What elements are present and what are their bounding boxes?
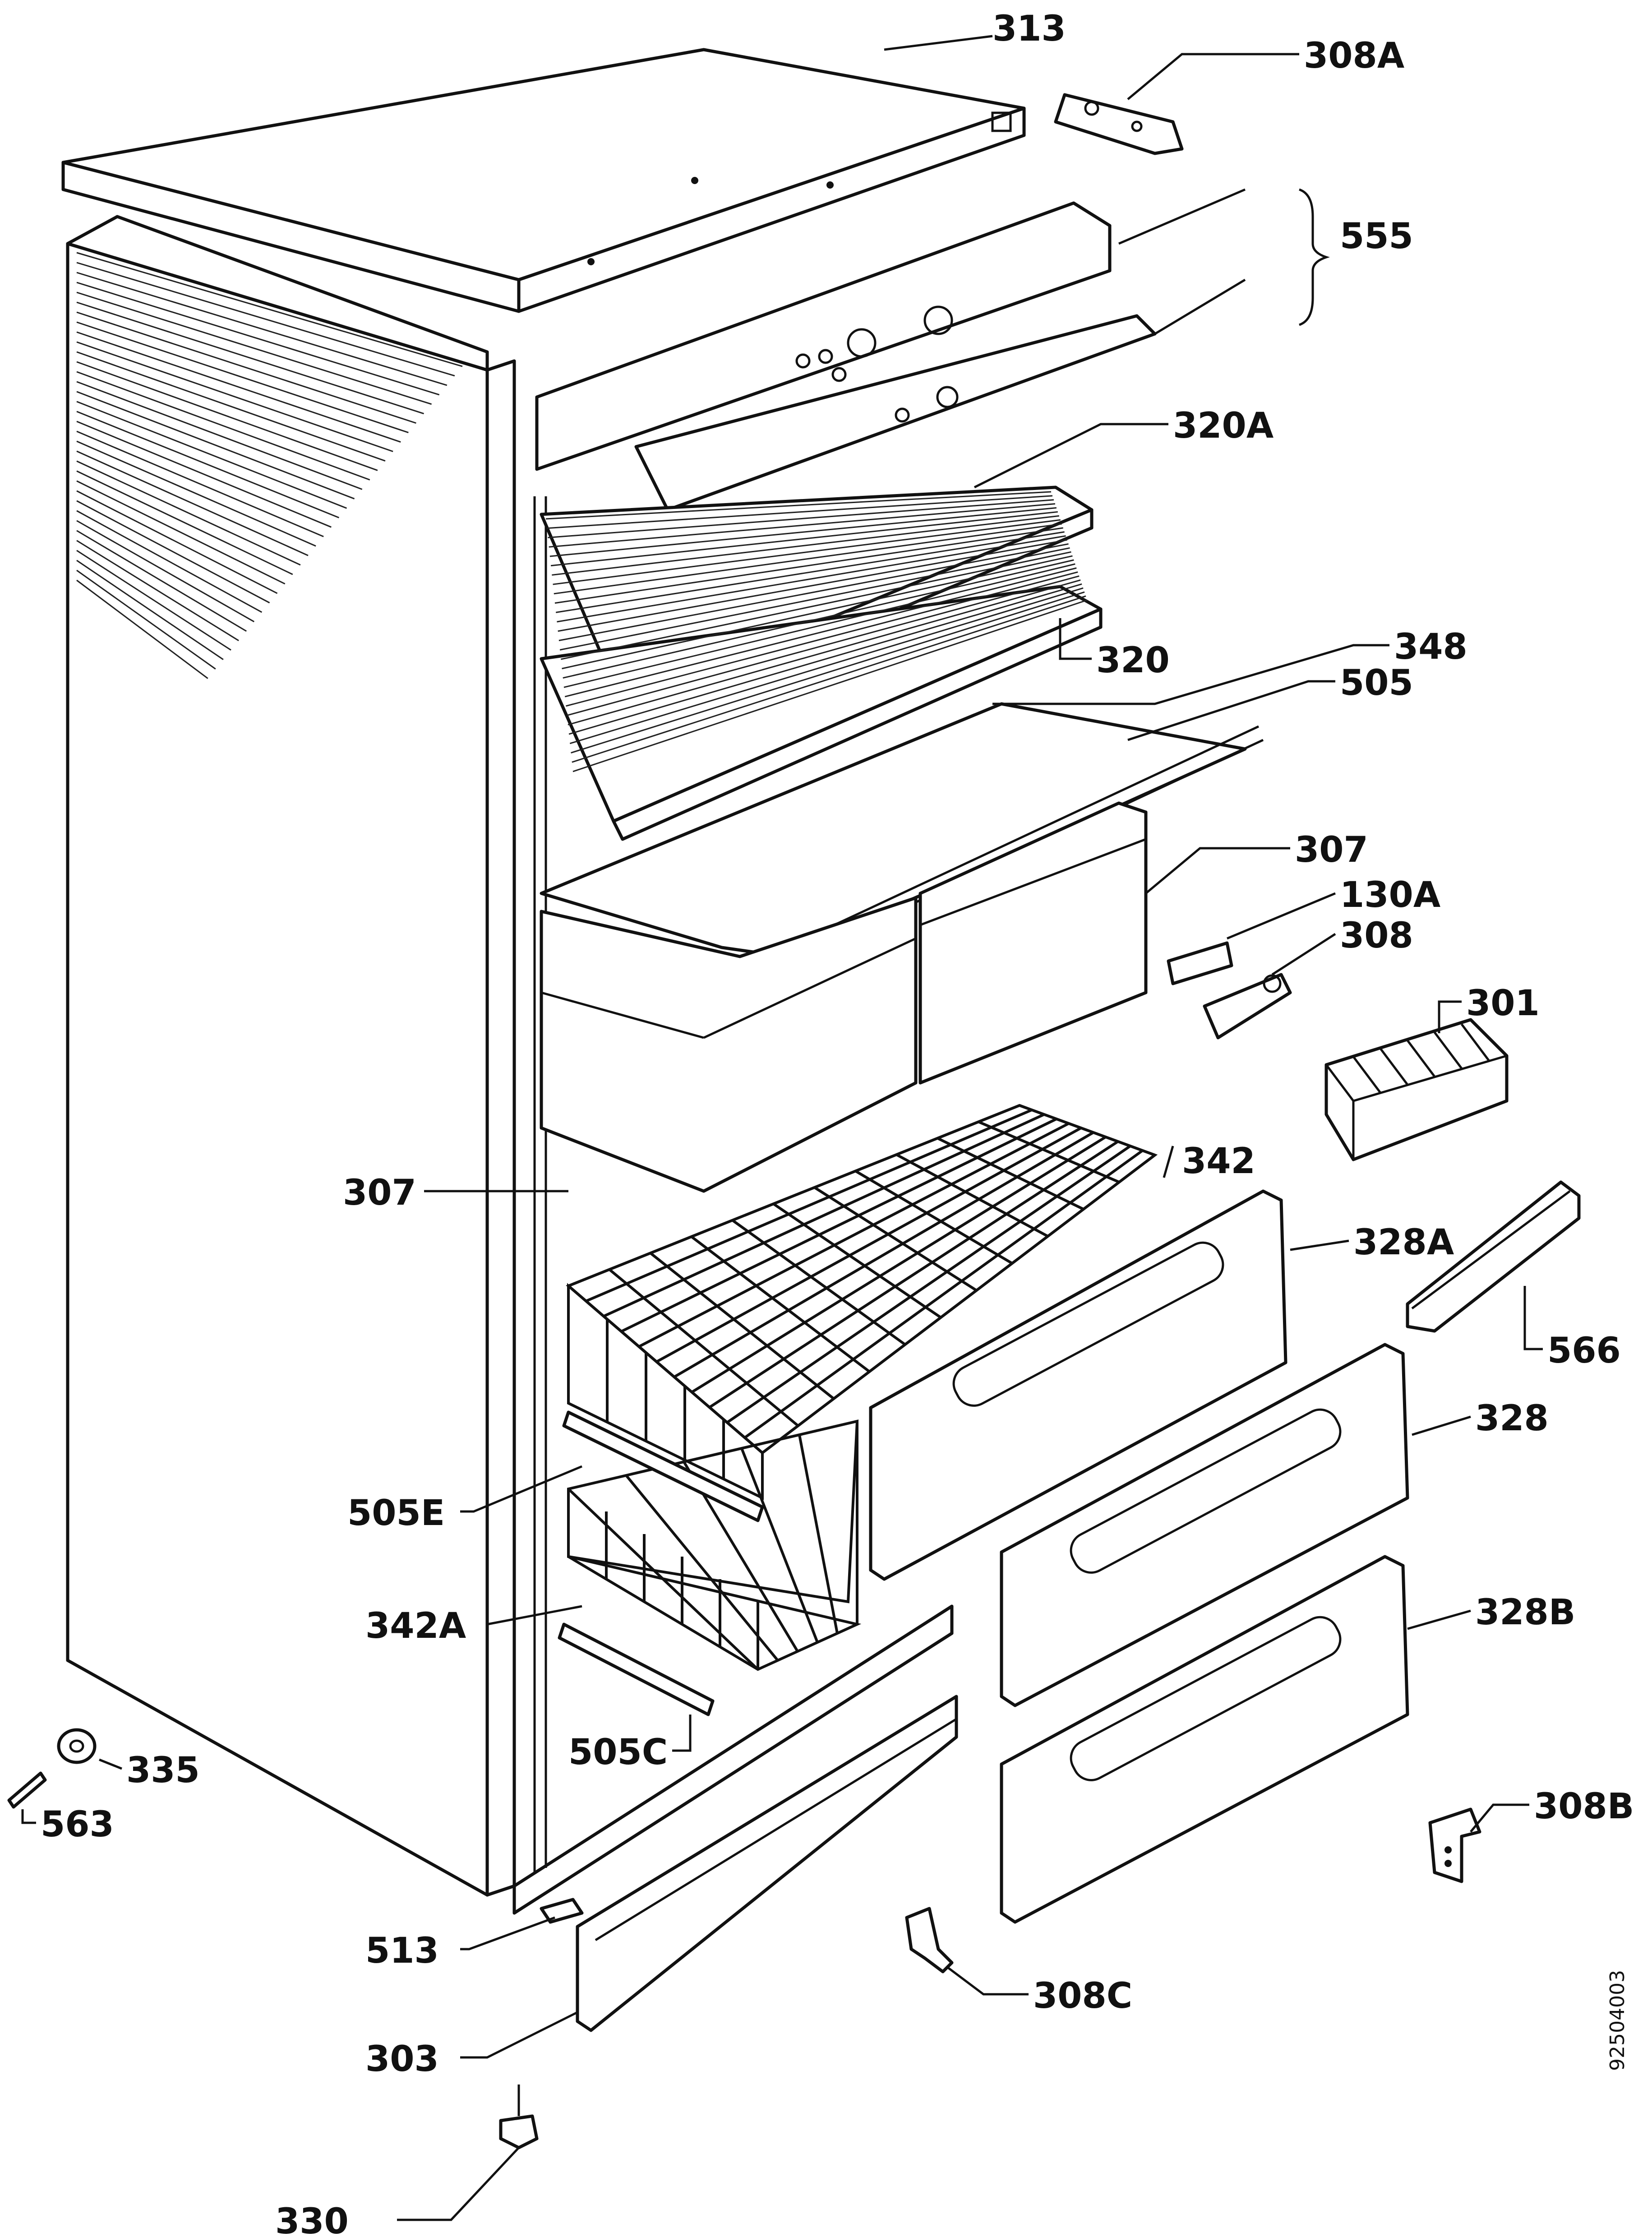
ice-tray-cells [1352, 1023, 1490, 1094]
hinge-top [1054, 93, 1184, 155]
bracket-308B [1428, 1807, 1481, 1883]
callout-320: 320 [1096, 640, 1170, 681]
callout-308A: 308A [1304, 36, 1404, 76]
callout-330: 330 [275, 2201, 349, 2237]
drawer-front-328B [1000, 1555, 1409, 1924]
callout-303: 303 [365, 2039, 439, 2080]
callout-307-left: 307 [343, 1173, 416, 1213]
callout-505E: 505E [347, 1493, 445, 1534]
plinth [576, 1695, 958, 2032]
callout-313: 313 [992, 9, 1066, 49]
callout-308B: 308B [1534, 1786, 1634, 1827]
leader-lines [21, 35, 1543, 2221]
rail-505C [558, 1622, 715, 1716]
callout-130A: 130A [1340, 875, 1440, 915]
callout-301: 301 [1466, 983, 1540, 1024]
pin-563 [7, 1771, 47, 1809]
top-cover [61, 48, 1026, 313]
callout-328B: 328B [1475, 1592, 1575, 1633]
callout-labels: 313 308A 555 320A 320 348 505 307 130A 3… [41, 9, 1634, 2237]
rail-505E [562, 1410, 764, 1522]
callout-328A: 328A [1353, 1222, 1454, 1263]
callout-342A: 342A [365, 1606, 466, 1646]
callout-505: 505 [1340, 663, 1413, 703]
drawer-front-328 [1000, 1343, 1409, 1707]
callout-505C: 505C [568, 1732, 668, 1773]
bumper-335 [57, 1728, 97, 1764]
callout-555: 555 [1340, 216, 1413, 257]
callout-342: 342 [1182, 1141, 1255, 1182]
callout-308C: 308C [1033, 1976, 1132, 2016]
callout-308: 308 [1340, 915, 1413, 956]
handle-566 [1406, 1180, 1581, 1333]
callout-307-right: 307 [1295, 830, 1368, 870]
document-number: 92504003 [1606, 1970, 1629, 2071]
part-308-mid [1203, 973, 1292, 1040]
callout-320A: 320A [1173, 406, 1274, 446]
hinge-308C [905, 1907, 954, 1974]
shelf-wires [545, 491, 1088, 772]
crisper-drawer-right [918, 801, 1148, 1085]
callout-335: 335 [126, 1750, 200, 1791]
callout-513: 513 [365, 1931, 439, 1971]
callout-348: 348 [1394, 627, 1467, 667]
ice-tray [1324, 1018, 1509, 1161]
cabinet-shading [76, 252, 463, 679]
part-130A [1167, 941, 1233, 985]
drawer-front-328A [869, 1189, 1287, 1581]
callout-566: 566 [1547, 1331, 1621, 1371]
callout-328: 328 [1475, 1398, 1549, 1439]
callout-563: 563 [41, 1804, 114, 1845]
basket-wires [567, 1104, 1156, 1671]
crisper-drawer-left [540, 896, 918, 1193]
foot-330 [499, 2084, 539, 2149]
clip-513 [540, 1898, 584, 1924]
cabinet-body [66, 215, 954, 1915]
wire-shelf-lower [540, 585, 1103, 841]
